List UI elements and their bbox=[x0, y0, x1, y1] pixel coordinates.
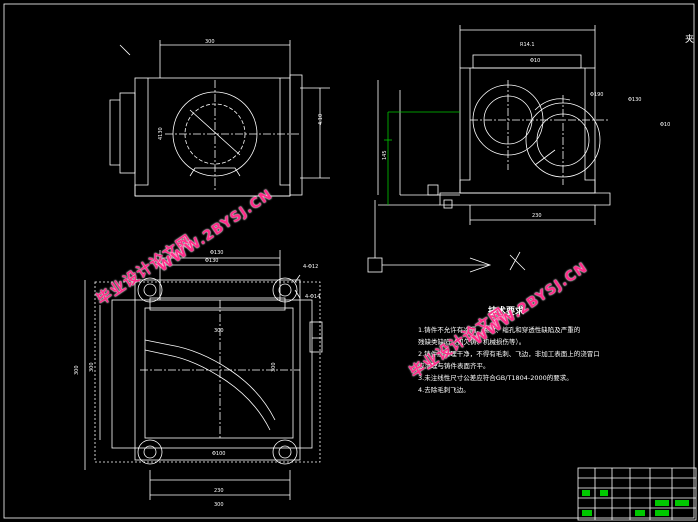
title-block bbox=[577, 467, 697, 521]
dim-plan-bottom-2: 230 bbox=[214, 488, 224, 494]
dim-plan-bottom-3: 300 bbox=[214, 502, 224, 508]
dim-plan-inner-top: Φ130 bbox=[205, 258, 218, 264]
dim-plan-right-2: 4-Φ14 bbox=[305, 294, 320, 300]
dim-left-height: 4130 bbox=[158, 127, 164, 140]
dim-side-right-1: Φ190 bbox=[590, 92, 603, 98]
dim-plan-side-left: 300 bbox=[74, 365, 80, 375]
dim-side-right-2: Φ130 bbox=[628, 97, 641, 103]
coordinate-marker bbox=[367, 200, 526, 273]
dim-side-top: R14.1 bbox=[520, 42, 535, 48]
dim-plan-top: Φ130 bbox=[210, 250, 223, 256]
dimension-texts: 夹 300 4.10 4130 R14.1 Φ190 Φ130 Φ10 Φ10 … bbox=[74, 33, 694, 508]
dim-top-view-width: 300 bbox=[205, 39, 215, 45]
sheet-border bbox=[3, 3, 695, 519]
notes-title: 技术要求 bbox=[488, 307, 525, 317]
dim-plan-left: 300 bbox=[89, 362, 95, 372]
plan-view bbox=[84, 250, 323, 500]
top-right-view bbox=[377, 25, 611, 225]
note-line: 1.铸件不允许有冷隔、裂纹、缩孔和穿透性缺陷及严重的 bbox=[418, 326, 581, 334]
green-leaders bbox=[384, 111, 460, 205]
sheet-label: 夹 bbox=[685, 33, 694, 45]
top-left-view bbox=[109, 40, 330, 197]
note-line: 3.未注线性尺寸公差应符合GB/T1804-2000的要求。 bbox=[418, 374, 573, 382]
note-line: 残缺类缺陷（如欠铸、机械损伤等）。 bbox=[418, 338, 526, 346]
dim-side-tag-2: Φ10 bbox=[660, 122, 670, 128]
note-line: 应清理与铸件表面齐平。 bbox=[418, 362, 490, 370]
dim-plan-bottom-1: Φ100 bbox=[212, 451, 225, 457]
dim-plan-width: 300 bbox=[214, 328, 224, 334]
dim-side-bottom: 230 bbox=[532, 213, 542, 219]
note-line: 2.铸件应清理干净，不得有毛刺、飞边，非加工表面上的浇冒口 bbox=[418, 350, 600, 358]
note-line: 4.去除毛刺飞边。 bbox=[418, 386, 470, 394]
dim-top-view-right: 4.10 bbox=[318, 114, 324, 125]
dim-plan-center: 300 bbox=[271, 362, 277, 372]
title-block-fills bbox=[582, 490, 689, 516]
dim-side-height: 145 bbox=[382, 150, 388, 160]
dim-plan-right-1: 4-Φ12 bbox=[303, 264, 318, 270]
technical-requirements: 技术要求 1.铸件不允许有冷隔、裂纹、缩孔和穿透性缺陷及严重的 残缺类缺陷（如欠… bbox=[418, 306, 668, 396]
dim-side-tag-1: Φ10 bbox=[530, 58, 540, 64]
